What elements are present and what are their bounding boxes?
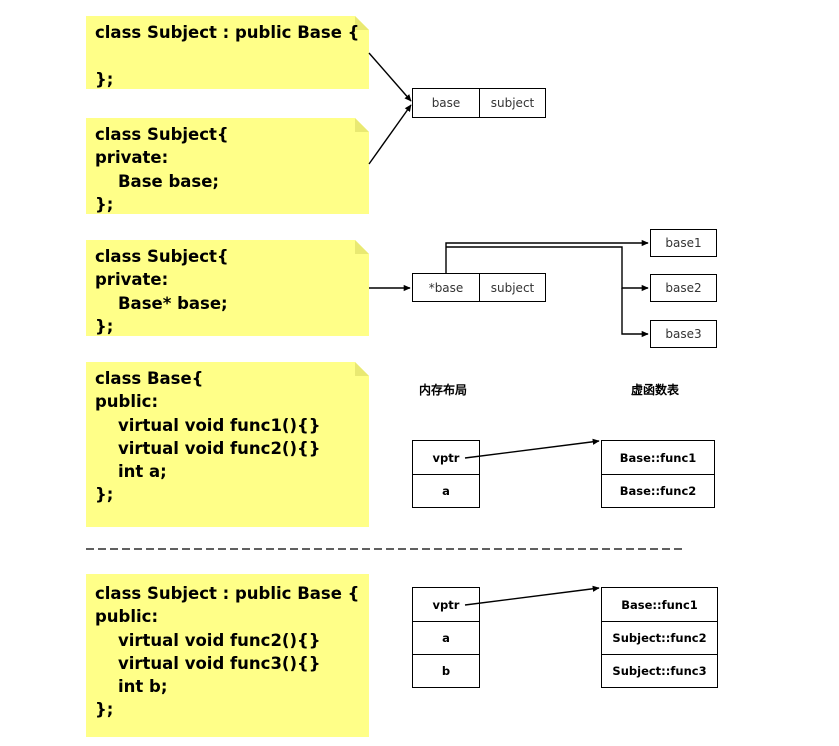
target-base2: base2: [650, 274, 717, 302]
note-derived-class: class Subject : public Base { public: vi…: [86, 574, 369, 737]
derived-field-b: b: [412, 654, 480, 688]
note-code: class Subject{ private: Base* base; };: [95, 247, 229, 336]
note-fold-corner: [355, 240, 369, 254]
note-compose-subject: class Subject{ private: Base base; };: [86, 118, 369, 214]
arrow-base-vptr: [464, 438, 600, 459]
arrow-ptr-to-base1: [445, 239, 649, 273]
arrow-ptr-to-base3: [621, 288, 649, 338]
layout1-base-cell: base: [412, 88, 480, 118]
layout1-subject-cell: subject: [479, 88, 546, 118]
note-fold-corner: [355, 118, 369, 132]
derived-vtable-entry-2: Subject::func2: [601, 621, 718, 655]
base-field-vptr: vptr: [412, 440, 480, 475]
note-code: class Subject{ private: Base base; };: [95, 125, 229, 214]
layout2-subject-cell: subject: [479, 273, 546, 302]
note-code: class Subject : public Base { public: vi…: [95, 584, 360, 720]
note-inherit-subject: class Subject : public Base { };: [86, 16, 369, 89]
derived-vtable-entry-3: Subject::func3: [601, 654, 718, 688]
note-code: class Base{ public: virtual void func1()…: [95, 369, 321, 505]
base-vtable-entry-2: Base::func2: [601, 474, 715, 508]
derived-vtable-entry-1: Base::func1: [601, 587, 718, 622]
note-fold-corner: [355, 362, 369, 376]
note-pointer-subject: class Subject{ private: Base* base; };: [86, 240, 369, 336]
note-base-class: class Base{ public: virtual void func1()…: [86, 362, 369, 527]
memory-layout-header: 内存布局: [419, 383, 468, 397]
layout2-ptr-cell: *base: [412, 273, 480, 302]
vtable-header: 虚函数表: [631, 383, 680, 397]
note-code: class Subject : public Base { };: [95, 23, 360, 89]
derived-field-a: a: [412, 621, 480, 655]
arrow-compose-to-layout: [368, 104, 412, 165]
arrow-inherit-to-layout: [368, 52, 412, 102]
base-field-a: a: [412, 474, 480, 508]
arrow-ptr-to-base2: [446, 246, 649, 292]
target-base1: base1: [650, 229, 717, 257]
target-base3: base3: [650, 320, 717, 348]
base-vtable-entry-1: Base::func1: [601, 440, 715, 475]
note-fold-corner: [355, 16, 369, 30]
arrow-derived-vptr: [464, 585, 600, 606]
